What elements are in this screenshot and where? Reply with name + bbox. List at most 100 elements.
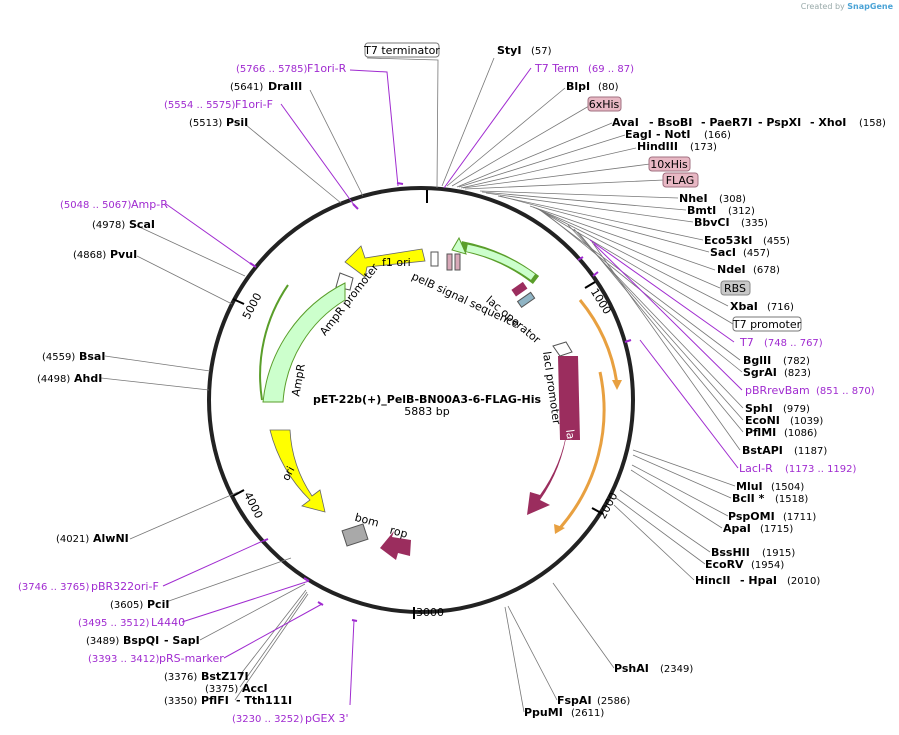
pos-pvui: (4868)	[73, 250, 106, 261]
label-noti: - NotI	[656, 128, 691, 141]
pos-psii: (5513)	[189, 118, 222, 129]
label-hincii: HincII	[695, 574, 731, 587]
label-eagi: EagI	[625, 128, 652, 141]
plasmid-name: pET-22b(+)_PelB-BN00A3-6-FLAG-His	[313, 393, 541, 406]
label-ahdi: AhdI	[74, 372, 102, 385]
tick-4000	[232, 489, 245, 497]
pos-pbr322ori-f: (3746 .. 3765)	[18, 582, 90, 593]
pos-mlui: (1504)	[771, 482, 804, 493]
ori-label: ori	[279, 464, 297, 483]
label-pcii: PciI	[147, 598, 169, 611]
pos-styi: (57)	[531, 46, 552, 57]
t7-terminator-box	[364, 42, 440, 58]
pos-t7term: (69 .. 87)	[588, 64, 634, 75]
label-draiii: DraIII	[268, 80, 302, 93]
ori-arrow	[269, 429, 326, 513]
label-xbai: XbaI	[730, 300, 758, 313]
pelb-label: pelB signal sequence	[410, 270, 522, 331]
label-ppumi: PpuMI	[524, 706, 563, 719]
pos-xbai: (716)	[767, 302, 794, 313]
pos-hindiii: (173)	[690, 142, 717, 153]
orange-arc-2-head	[554, 524, 565, 534]
label-bbvci: BbvCI	[694, 216, 730, 229]
label-bglii: BglII	[743, 354, 771, 367]
label-acci: AccI	[242, 682, 268, 695]
pos-scai: (4978)	[92, 220, 125, 231]
pos-fspai: (2586)	[597, 696, 630, 707]
bom-label: bom	[353, 511, 380, 530]
label-alwni: AlwNI	[93, 532, 129, 545]
pos-bglii: (782)	[783, 356, 810, 367]
labels-right: StyI (57) T7 Term (69 .. 87) BlpI (80) A…	[497, 44, 886, 719]
primer-marks	[249, 182, 632, 622]
pos-f1ori-f: (5554 .. 5575)	[164, 100, 236, 111]
pos-eagi: (166)	[704, 130, 731, 141]
label-hindiii: HindIII	[637, 140, 678, 153]
label-psii: PsiI	[226, 116, 248, 129]
tick-label-2000: 2000	[596, 490, 621, 521]
label-f1ori-r: F1ori-R	[307, 62, 347, 75]
label-sapi: - SapI	[164, 634, 200, 647]
pos-bspqi: (3489)	[86, 636, 119, 647]
label-t7: T7	[739, 336, 754, 349]
pos-eco53ki: (455)	[763, 236, 790, 247]
snapgene-logo: SnapGene	[847, 2, 893, 11]
ampr-label: AmpR	[289, 362, 308, 397]
label-styi: StyI	[497, 44, 521, 57]
label-eco53ki: Eco53kI	[704, 234, 752, 247]
lac-operator-arc	[466, 244, 536, 280]
label-bspqi: BspQI	[123, 634, 159, 647]
his6-box-label: 6xHis	[589, 98, 620, 111]
tick-2000	[591, 507, 604, 515]
label-f1ori-f: F1ori-F	[235, 98, 273, 111]
label-pspxi: - PspXI	[758, 116, 801, 129]
his10-box-label: 10xHis	[650, 158, 688, 171]
pos-ndei: (678)	[753, 265, 780, 276]
pos-pflfi: (3350)	[164, 696, 197, 707]
tick-label-5000: 5000	[240, 291, 265, 322]
label-prs-marker: pRS-marker	[159, 652, 224, 665]
pos-econi: (1039)	[790, 416, 823, 427]
backbone-circle	[207, 186, 635, 614]
t7-terminator-mark	[430, 251, 439, 267]
label-apai: ApaI	[723, 522, 751, 535]
label-pgex: pGEX 3'	[305, 712, 349, 725]
t7-terminator-box-label: T7 terminator	[363, 44, 440, 57]
pos-alwni: (4021)	[56, 534, 89, 545]
lacop-mark	[511, 281, 528, 297]
callout-lines-purple-left	[162, 69, 399, 706]
pos-saci: (457)	[743, 248, 770, 259]
label-mlui: MluI	[736, 480, 763, 493]
pos-pshai: (2349)	[660, 664, 693, 675]
tick-1000	[584, 281, 596, 289]
pos-xhoi: (158)	[859, 118, 886, 129]
pos-amp-r: (5048 .. 5067)	[60, 200, 132, 211]
label-avai: AvaI	[612, 116, 639, 129]
pos-bmti: (312)	[728, 206, 755, 217]
label-pflfi: PflFI	[201, 694, 229, 707]
label-scai: ScaI	[129, 218, 155, 231]
pos-draiii: (5641)	[230, 82, 263, 93]
pos-ahdi: (4498)	[37, 374, 70, 385]
t7-promoter-box-label: T7 promoter	[732, 318, 802, 331]
pos-f1ori-r: (5766 .. 5785)	[236, 64, 308, 75]
his6-box	[587, 96, 622, 112]
pos-pflmi: (1086)	[784, 428, 817, 439]
label-ecorv: EcoRV	[705, 558, 744, 571]
pos-t7: (748 .. 767)	[764, 338, 823, 349]
laci-label: lacI	[563, 429, 579, 450]
rbs-box	[720, 280, 751, 296]
label-bstapi: BstAPI	[742, 444, 783, 457]
his10-box	[648, 156, 691, 172]
ampr-arc	[262, 282, 346, 403]
pos-bsai: (4559)	[42, 352, 75, 363]
pos-ecorv: (1954)	[751, 560, 784, 571]
label-hpai: - HpaI	[740, 574, 777, 587]
pos-sphi: (979)	[783, 404, 810, 415]
tick-5000	[232, 298, 245, 305]
label-econi: EcoNI	[745, 414, 780, 427]
pos-l4440: (3495 .. 3512)	[78, 618, 150, 629]
label-pshai: PshAI	[614, 662, 649, 675]
pos-sgrai: (823)	[784, 368, 811, 379]
pos-bcli: (1518)	[775, 494, 808, 505]
